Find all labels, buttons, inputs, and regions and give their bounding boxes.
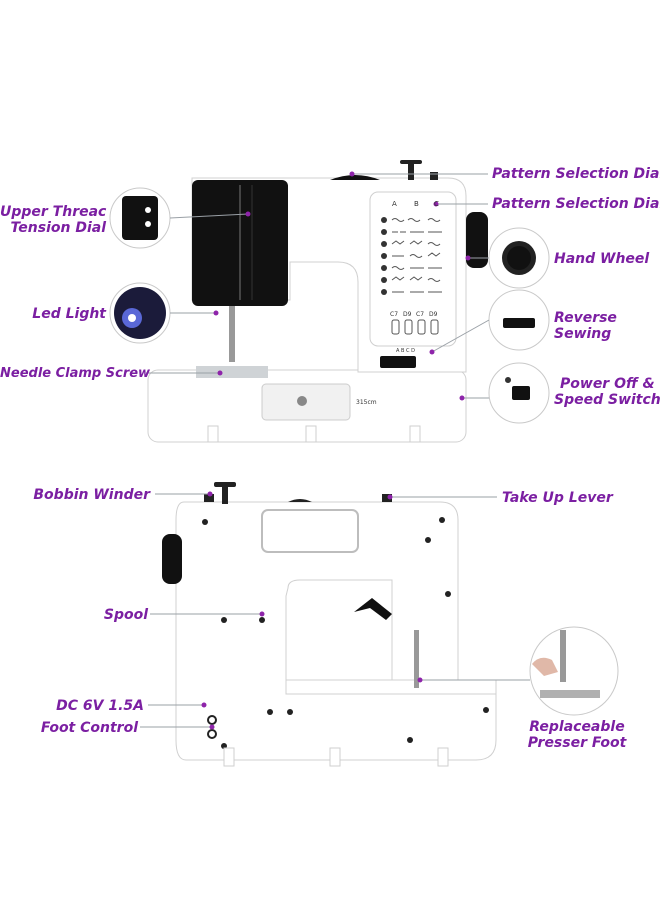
label-presser-line1: Replaceable [529, 719, 625, 735]
front-machine [147, 160, 488, 443]
mode-3: C7 [416, 311, 424, 318]
label-led-light: Led Light [32, 306, 106, 322]
pattern-col-a: A [392, 200, 397, 208]
leader-lines [140, 171, 530, 730]
label-hand-wheel: Hand Wheel [554, 251, 650, 267]
back-machine [162, 482, 497, 767]
label-dc-power: DC 6V 1.5A [56, 698, 144, 714]
label-bobbin-winder: Bobbin Winder [33, 487, 150, 503]
label-reverse-line1: Reverse [554, 310, 617, 326]
pattern-col-c: C [434, 200, 439, 208]
label-foot-control: Foot Control [40, 720, 138, 736]
label-spool: Spool [103, 607, 148, 623]
mode-1: C7 [390, 311, 398, 318]
label-power-line1: Power Off & [560, 376, 655, 392]
zoom-reverse [488, 289, 550, 351]
pattern-rows [391, 218, 442, 293]
label-take-up-lever: Take Up Lever [502, 490, 613, 506]
label-reverse-line2: Sewing [554, 326, 612, 342]
measure-label: 315cm [356, 399, 377, 406]
label-pattern-selection-dial-2: Pattern Selection Dial [492, 196, 660, 212]
zoom-power [488, 362, 550, 424]
label-presser-line2: Presser Foot [527, 735, 627, 751]
mode-2: D9 [403, 311, 412, 318]
zoom-hand-wheel [488, 227, 550, 289]
mode-4: D9 [429, 311, 438, 318]
pattern-col-b: B [414, 200, 419, 208]
zoom-upper-tension [109, 187, 171, 249]
pattern-panel [369, 191, 457, 347]
zoom-presser-foot [529, 626, 619, 716]
label-needle-clamp-screw: Needle Clamp Screw [0, 366, 151, 381]
label-power-line2: Speed Switch [554, 392, 660, 408]
label-pattern-selection-dial-1: Pattern Selection Dial [492, 166, 660, 182]
zoom-led-light [109, 282, 171, 344]
label-upper-thread-line1: Upper Threac [0, 204, 107, 220]
reverse-letters: A B C D [396, 348, 415, 354]
label-upper-thread-line2: Tension Dial [10, 220, 106, 236]
